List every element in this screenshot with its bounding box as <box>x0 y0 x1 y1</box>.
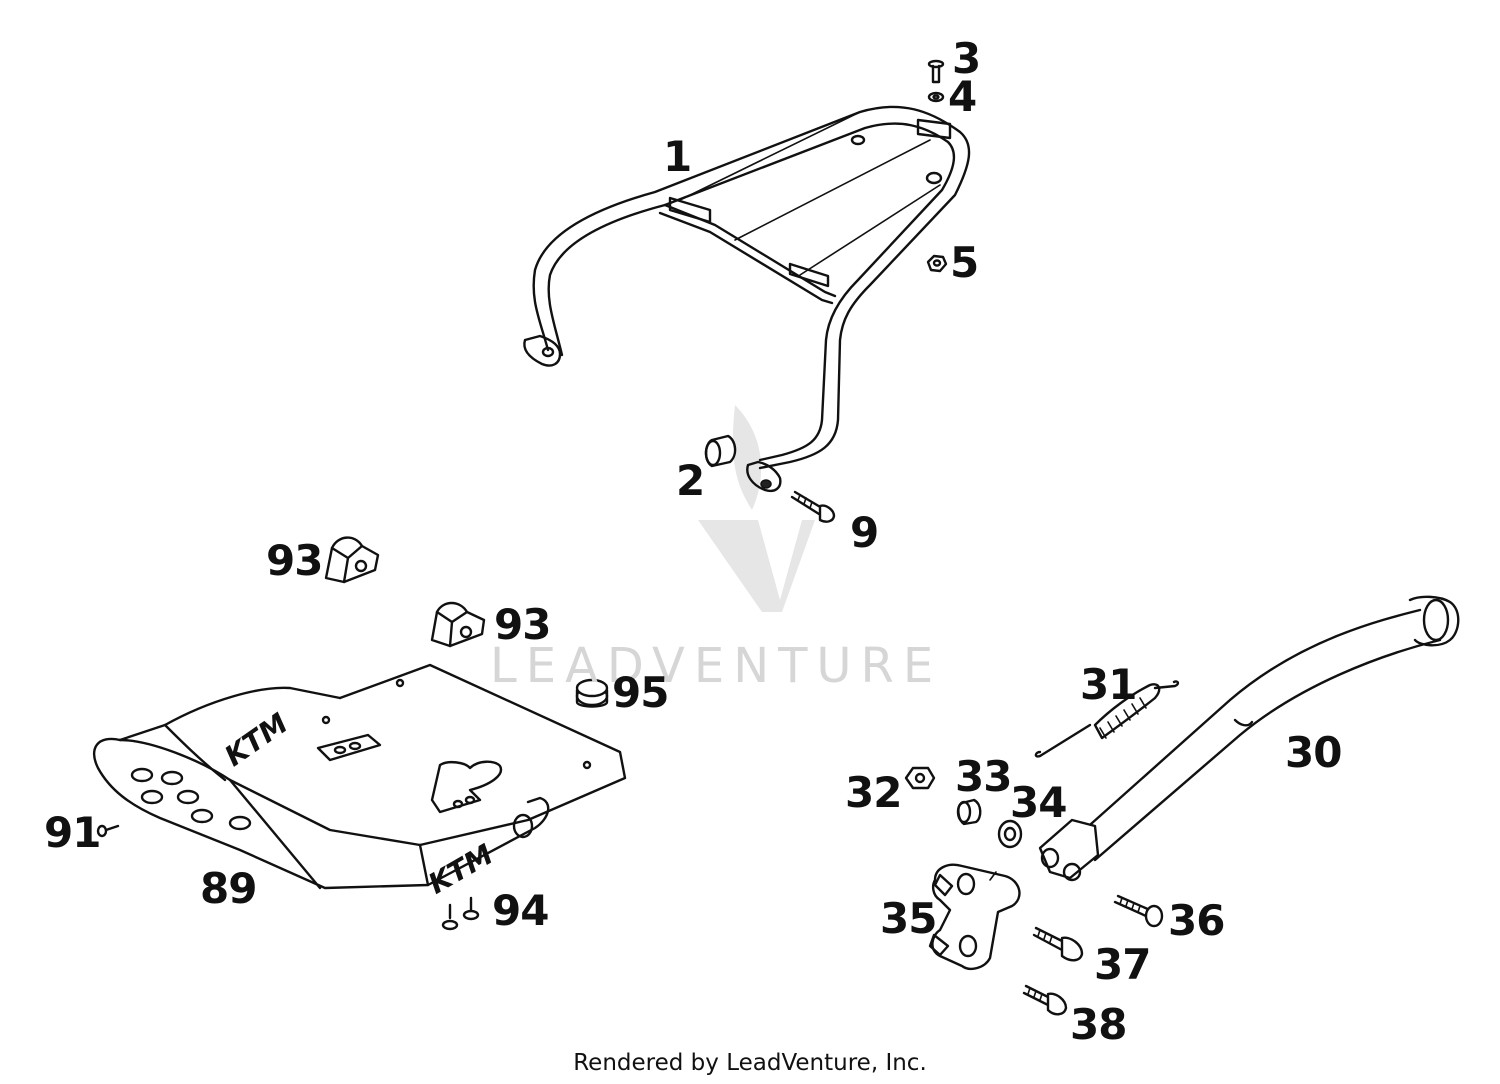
callout-36: 36 <box>1168 896 1225 945</box>
leadventure-logo-icon <box>698 405 815 612</box>
callout-34: 34 <box>1010 778 1067 827</box>
callout-4: 4 <box>948 72 977 121</box>
cap-screw[interactable] <box>1022 984 1068 1016</box>
ktm-logo-mark: KTM <box>423 838 499 901</box>
rear-luggage-rack[interactable] <box>523 105 971 492</box>
callout-31: 31 <box>1080 660 1137 709</box>
tension-spring[interactable] <box>1034 680 1180 758</box>
callout-30: 30 <box>1285 728 1342 777</box>
cap-screw[interactable] <box>1032 926 1084 962</box>
callout-94: 94 <box>492 886 549 935</box>
countersunk-screw[interactable] <box>1113 894 1164 928</box>
collar-nut[interactable] <box>904 766 936 790</box>
rubber-mount[interactable] <box>430 601 486 648</box>
side-stand[interactable] <box>1038 595 1460 882</box>
callout-1: 1 <box>663 132 692 181</box>
callout-89: 89 <box>200 864 257 913</box>
washer[interactable] <box>997 819 1023 849</box>
callout-33: 33 <box>955 752 1012 801</box>
callout-91: 91 <box>44 808 101 857</box>
watermark-brand: LEADVENTURE <box>490 638 943 694</box>
callout-3: 3 <box>952 34 981 83</box>
callout-32: 32 <box>845 768 902 817</box>
callout-95: 95 <box>612 668 669 717</box>
rubber-plug[interactable] <box>575 678 609 708</box>
cap-screw[interactable] <box>790 490 836 523</box>
callout-93-upper: 93 <box>266 536 323 585</box>
skid-plate[interactable]: KTM KTM <box>92 663 627 901</box>
callout-93-lower: 93 <box>494 600 551 649</box>
callout-38: 38 <box>1070 1000 1127 1049</box>
screw-set[interactable] <box>441 896 480 931</box>
countersunk-screw[interactable] <box>927 59 945 84</box>
screw[interactable] <box>96 824 120 838</box>
ktm-logo-mark: KTM <box>219 707 294 773</box>
callout-37: 37 <box>1094 940 1151 989</box>
spacer-sleeve[interactable] <box>704 434 737 468</box>
rubber-mount[interactable] <box>324 536 380 584</box>
hex-nut[interactable] <box>926 254 948 273</box>
callout-9: 9 <box>850 508 879 557</box>
callout-5: 5 <box>950 238 979 287</box>
render-credit: Rendered by LeadVenture, Inc. <box>573 1050 927 1076</box>
bushing[interactable] <box>956 798 982 826</box>
callout-35: 35 <box>880 894 937 943</box>
washer[interactable] <box>927 91 945 103</box>
side-stand-bracket[interactable] <box>928 863 1021 970</box>
callout-2: 2 <box>676 456 705 505</box>
